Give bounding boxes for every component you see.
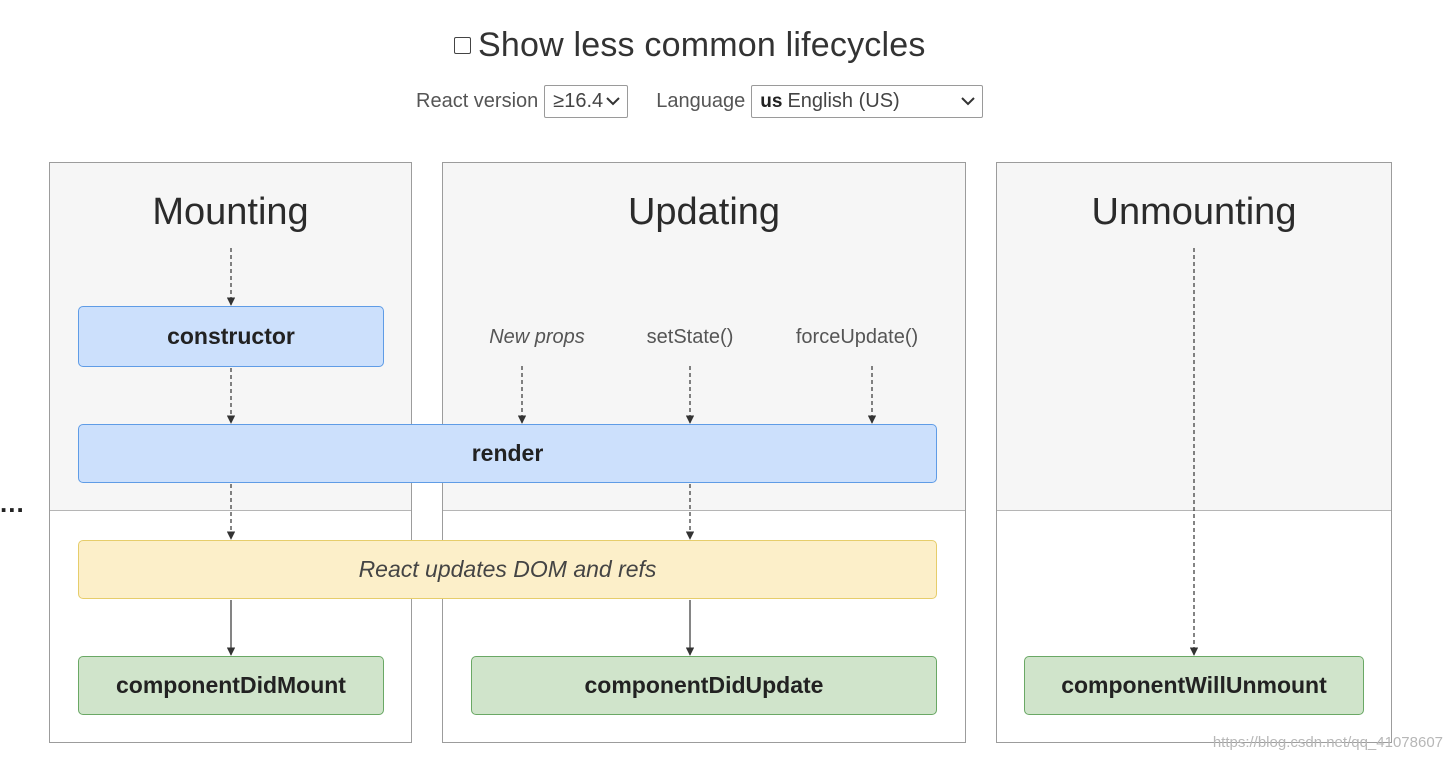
react-version-select[interactable]: ≥16.4 — [544, 84, 629, 118]
toggle-label: Show less common lifecycles — [478, 25, 926, 64]
react-version-value: ≥16.4 — [553, 89, 604, 112]
watermark: https://blog.csdn.net/qq_41078607 — [1212, 734, 1443, 751]
language-label: Language — [656, 89, 746, 112]
trigger-new-props: New props — [489, 326, 585, 348]
component-did-mount-method[interactable]: componentDidMount — [78, 656, 384, 715]
constructor-label: constructor — [167, 323, 295, 349]
constructor-method[interactable]: constructor — [78, 306, 384, 367]
trigger-set-state: setState() — [646, 326, 734, 348]
render-method[interactable]: render — [78, 424, 937, 483]
chevron-down-icon — [606, 97, 620, 106]
react-version-label: React version — [416, 89, 539, 112]
unmounting-title: Unmounting — [1091, 191, 1297, 233]
component-did-mount-label: componentDidMount — [116, 672, 346, 698]
component-did-update-method[interactable]: componentDidUpdate — [471, 656, 937, 715]
language-code: us — [760, 90, 783, 112]
updating-title: Updating — [627, 191, 781, 233]
dom-update-step: React updates DOM and refs — [78, 540, 937, 599]
component-did-update-label: componentDidUpdate — [584, 672, 824, 698]
dom-update-label: React updates DOM and refs — [358, 556, 657, 582]
chevron-down-icon — [961, 97, 975, 106]
show-less-common-checkbox[interactable] — [454, 36, 471, 54]
mounting-title: Mounting — [152, 191, 309, 233]
component-will-unmount-label: componentWillUnmount — [1061, 672, 1327, 698]
language-value: English (US) — [787, 89, 900, 112]
more-phases-ellipsis: ... — [0, 488, 25, 518]
trigger-force-update: forceUpdate() — [795, 326, 919, 348]
lifecycle-toggle[interactable]: Show less common lifecycles — [452, 22, 926, 68]
render-label: render — [471, 440, 544, 466]
component-will-unmount-method[interactable]: componentWillUnmount — [1024, 656, 1364, 715]
